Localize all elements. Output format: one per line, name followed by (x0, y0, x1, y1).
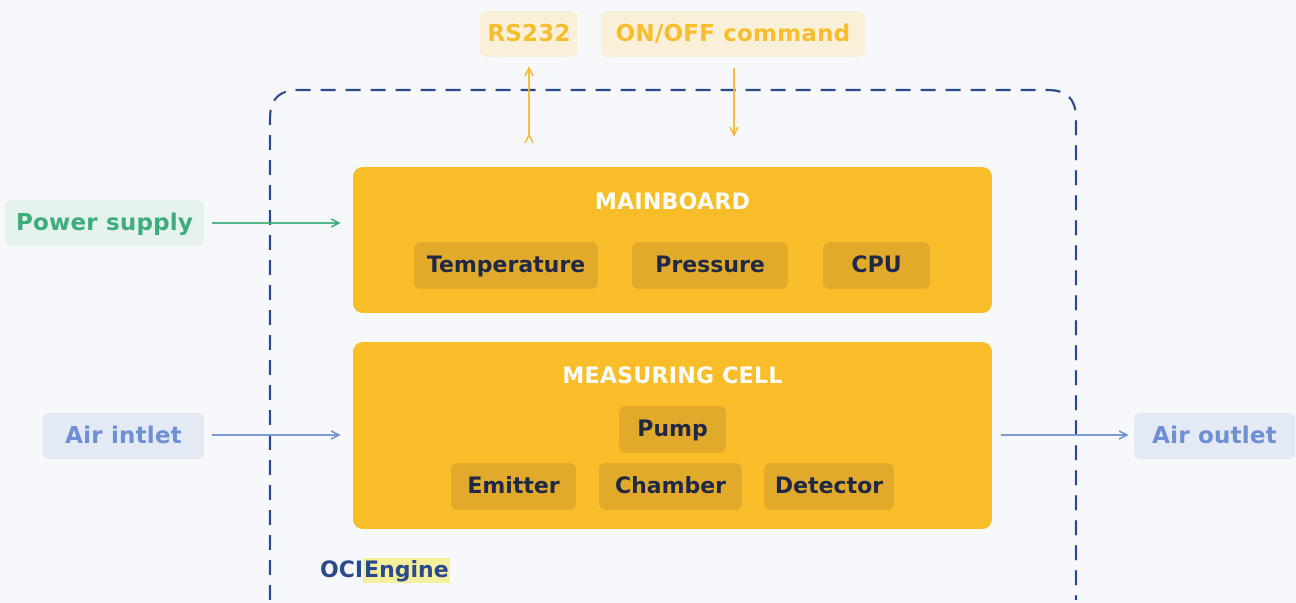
measuring-cell-block: MEASURING CELL Pump Emitter Chamber Dete… (353, 342, 992, 529)
air-inlet-label: Air intlet (43, 413, 204, 459)
measuring-cell-title: MEASURING CELL (562, 364, 783, 389)
power-supply-label: Power supply (5, 200, 204, 246)
rs232-label: RS232 (480, 11, 578, 57)
brand-engine: Engine (363, 558, 450, 583)
emitter-chip: Emitter (451, 463, 576, 510)
pressure-chip: Pressure (632, 242, 788, 289)
pump-chip: Pump (619, 406, 726, 453)
mainboard-block: MAINBOARD Temperature Pressure CPU (353, 167, 992, 313)
cpu-chip: CPU (823, 242, 930, 289)
detector-chip: Detector (764, 463, 894, 510)
temperature-chip: Temperature (414, 242, 598, 289)
air-outlet-label: Air outlet (1134, 413, 1295, 459)
chamber-chip: Chamber (599, 463, 742, 510)
oci-engine-logo: OCIEngine (320, 558, 450, 583)
engine-boundary (268, 88, 1078, 600)
mainboard-title: MAINBOARD (594, 190, 751, 215)
onoff-command-label: ON/OFF command (601, 11, 865, 57)
brand-oci: OCI (320, 558, 364, 583)
